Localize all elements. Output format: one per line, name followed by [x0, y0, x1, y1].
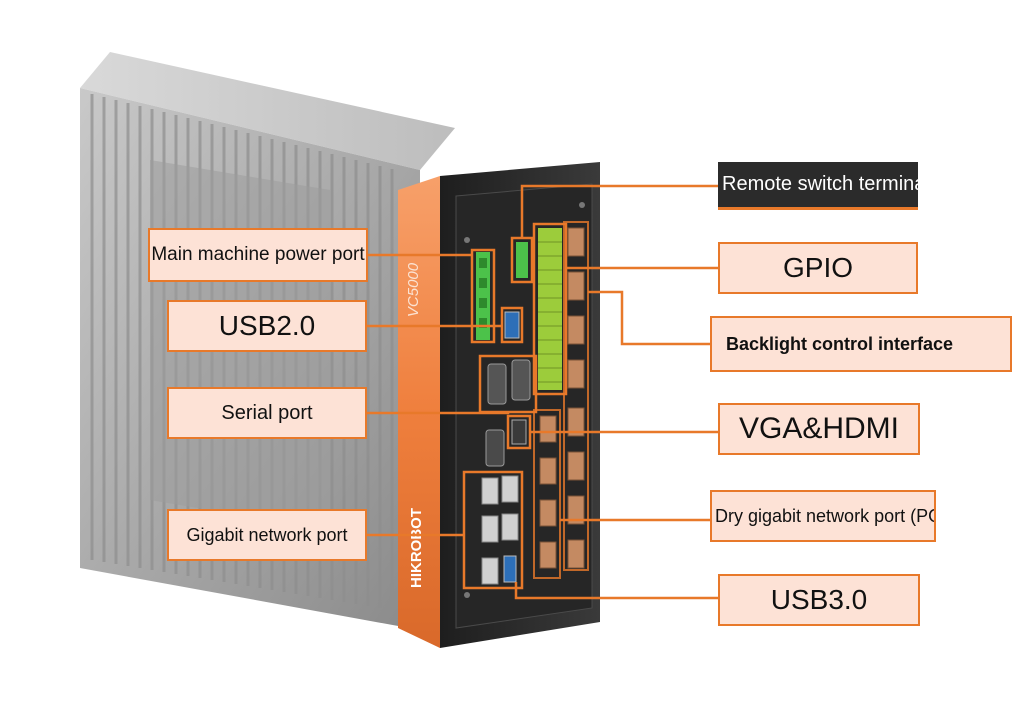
callout-serial-port-text: Serial port: [221, 401, 313, 424]
poe-port-4: [539, 541, 557, 569]
callout-backlight-control-interface: Backlight control interface: [710, 316, 1012, 372]
serial-port-2: [511, 359, 531, 401]
model-text: VC5000: [405, 262, 422, 317]
callout-vga-hdmi-text: VGA&HDMI: [738, 412, 900, 445]
callout-backlight-control-interface-text: Backlight control interface: [726, 333, 954, 354]
right-port-7: [567, 495, 585, 525]
lan-port-5: [481, 557, 499, 585]
poe-port-3: [539, 499, 557, 527]
callout-main-power-port: Main machine power port: [148, 228, 368, 282]
right-port-8: [567, 539, 585, 569]
connector-lines: [367, 184, 718, 600]
lan-port-3: [481, 515, 499, 543]
callout-gigabit-network-port: Gigabit network port: [167, 509, 367, 561]
gpio-terminal: [538, 228, 562, 390]
callout-dry-gigabit-network-port: Dry gigabit network port (POE: [710, 490, 936, 542]
callout-usb2: USB2.0: [167, 300, 367, 352]
callout-gpio-text: GPIO: [782, 252, 853, 283]
right-port-2: [567, 271, 585, 301]
hdmi-port: [511, 419, 527, 445]
callout-dry-gigabit-network-port-text: Dry gigabit network port (POE: [715, 505, 936, 526]
lan-port-2: [501, 475, 519, 503]
serial-port-1: [487, 363, 507, 405]
usb3-port: [503, 555, 517, 583]
lan-port-4: [501, 513, 519, 541]
vga-port: [485, 429, 505, 467]
remote-switch-terminal: [516, 242, 528, 278]
poe-port-2: [539, 457, 557, 485]
port-cluster: [476, 221, 589, 585]
callout-remote-switch-terminal-text: Remote switch terminal: [722, 173, 918, 195]
usb2-port: [504, 311, 520, 339]
callout-gigabit-network-port-text: Gigabit network port: [186, 524, 348, 545]
callout-usb3-text: USB3.0: [770, 584, 868, 615]
lan-port-1: [481, 477, 499, 505]
right-port-4: [567, 359, 585, 389]
callout-vga-hdmi: VGA&HDMI: [718, 403, 920, 455]
callout-main-power-port-text: Main machine power port: [151, 244, 365, 265]
right-port-5: [567, 407, 585, 437]
right-port-3: [567, 315, 585, 345]
callout-gpio: GPIO: [718, 242, 918, 294]
brand-logo-text: HIKROBOT: [408, 508, 425, 588]
callout-usb2-text: USB2.0: [218, 310, 316, 341]
right-port-6: [567, 451, 585, 481]
right-port-1: [567, 227, 585, 257]
callout-usb3: USB3.0: [718, 574, 920, 626]
callout-remote-switch-terminal: Remote switch terminal: [718, 162, 918, 210]
callout-serial-port: Serial port: [167, 387, 367, 439]
poe-port-1: [539, 415, 557, 443]
